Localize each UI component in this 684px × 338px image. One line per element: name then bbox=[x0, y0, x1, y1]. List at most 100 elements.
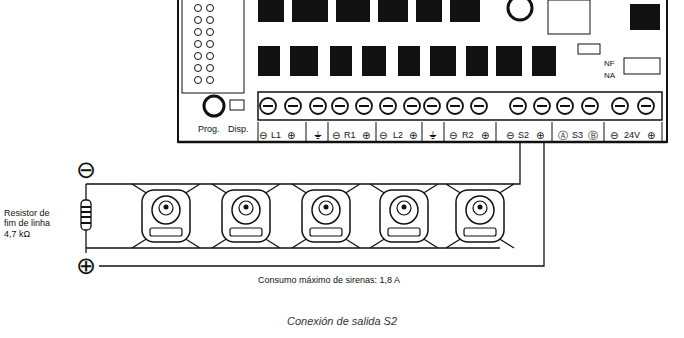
screw-head bbox=[310, 98, 326, 114]
terminal-label: S3 bbox=[572, 131, 583, 140]
terminal-screw bbox=[447, 98, 463, 114]
siren-base bbox=[150, 228, 182, 236]
screw-slot bbox=[407, 105, 417, 107]
terminal-label: ⊕ bbox=[362, 131, 370, 141]
board-component bbox=[336, 0, 370, 22]
terminal-separator bbox=[662, 122, 663, 141]
board-component bbox=[466, 46, 488, 76]
button-label: Disp. bbox=[228, 125, 249, 134]
resistor-label: Resistor de fim de linha 4,7 kΩ bbox=[4, 208, 62, 239]
board-component bbox=[532, 46, 556, 76]
screw-slot bbox=[335, 105, 345, 107]
terminal-screw bbox=[332, 98, 348, 114]
screw-head bbox=[510, 98, 526, 114]
header-pin bbox=[195, 29, 202, 36]
board-component bbox=[430, 46, 456, 76]
contact-label: NF bbox=[604, 60, 615, 68]
header-pin bbox=[207, 5, 214, 12]
siren-center bbox=[324, 205, 329, 210]
header-pin bbox=[207, 65, 214, 72]
wiring bbox=[86, 143, 544, 266]
screw-head bbox=[285, 98, 301, 114]
screw-slot bbox=[641, 105, 651, 107]
siren-body bbox=[302, 190, 350, 242]
header-pin bbox=[195, 5, 202, 12]
terminal-screw bbox=[638, 98, 654, 114]
screw-head bbox=[332, 98, 348, 114]
terminal-label: ⊖ bbox=[449, 131, 457, 141]
header-pin bbox=[195, 17, 202, 24]
siren-body bbox=[456, 190, 504, 242]
terminal-screw bbox=[404, 98, 420, 114]
terminal-separator bbox=[552, 122, 553, 141]
siren-symbol bbox=[212, 184, 280, 248]
screw-head bbox=[356, 98, 372, 114]
board-bottom-edge bbox=[178, 141, 667, 144]
terminal-label: ⊖ bbox=[379, 131, 387, 141]
terminal-screw bbox=[471, 98, 487, 114]
terminal-label: Ⓐ bbox=[558, 131, 568, 141]
screw-slot bbox=[474, 105, 484, 107]
polarity-sign: ⊕ bbox=[76, 254, 96, 278]
board-component bbox=[378, 0, 408, 22]
terminal-label: S2 bbox=[518, 131, 529, 140]
screw-head bbox=[582, 98, 598, 114]
terminal-separator bbox=[306, 122, 307, 141]
terminal-screw bbox=[285, 98, 301, 114]
terminal-separator bbox=[604, 122, 605, 141]
disp-jumper bbox=[230, 100, 244, 110]
screw-slot bbox=[383, 105, 393, 107]
screw-head bbox=[612, 98, 628, 114]
current-note: Consumo máximo de sirenas: 1,8 A bbox=[258, 276, 400, 285]
siren-horn-inner bbox=[319, 201, 333, 215]
terminal-screw bbox=[582, 98, 598, 114]
regulator bbox=[630, 4, 660, 30]
buzzer bbox=[508, 0, 532, 20]
resistor-symbol bbox=[81, 200, 91, 230]
header-pin bbox=[195, 41, 202, 48]
relay-jumper bbox=[578, 44, 600, 54]
header-pin bbox=[195, 65, 202, 72]
board-outline bbox=[178, 0, 667, 142]
terminal-label: 24V bbox=[624, 131, 640, 140]
siren-horn bbox=[152, 196, 180, 224]
terminal-label: ⊕ bbox=[409, 131, 417, 141]
screw-head bbox=[557, 98, 573, 114]
siren-horn-inner bbox=[239, 201, 253, 215]
screw-head bbox=[380, 98, 396, 114]
siren-symbol bbox=[446, 184, 514, 248]
screw-slot bbox=[427, 105, 437, 107]
terminal-label: L1 bbox=[271, 131, 281, 140]
resistor-band bbox=[81, 222, 91, 224]
board-component bbox=[362, 46, 386, 76]
terminal-screw bbox=[380, 98, 396, 114]
siren-center bbox=[478, 205, 483, 210]
wire bbox=[85, 184, 86, 200]
screw-slot bbox=[560, 105, 570, 107]
screw-slot bbox=[263, 105, 273, 107]
figure-caption: Conexión de salida S2 bbox=[287, 316, 397, 327]
terminal-separator bbox=[422, 122, 423, 141]
screw-head bbox=[471, 98, 487, 114]
dip-switch bbox=[624, 58, 660, 74]
screw-head bbox=[260, 98, 276, 114]
terminal-separator bbox=[496, 122, 497, 141]
board-component bbox=[496, 46, 522, 76]
terminal-label: ⊖ bbox=[506, 131, 514, 141]
siren-symbol bbox=[132, 184, 200, 248]
screw-slot bbox=[585, 105, 595, 107]
resistor-band bbox=[81, 206, 91, 208]
button-label: Prog. bbox=[198, 125, 220, 134]
siren-body bbox=[222, 190, 270, 242]
screw-slot bbox=[450, 105, 460, 107]
terminal-separator bbox=[376, 122, 377, 141]
siren-symbol bbox=[370, 184, 438, 248]
terminal-label: R1 bbox=[344, 131, 356, 140]
control-board bbox=[178, 0, 667, 142]
header-pin bbox=[207, 41, 214, 48]
screw-head bbox=[424, 98, 440, 114]
siren-center bbox=[164, 205, 169, 210]
screw-head bbox=[404, 98, 420, 114]
terminal-label: ⏚ bbox=[314, 130, 322, 141]
header-pin bbox=[207, 29, 214, 36]
